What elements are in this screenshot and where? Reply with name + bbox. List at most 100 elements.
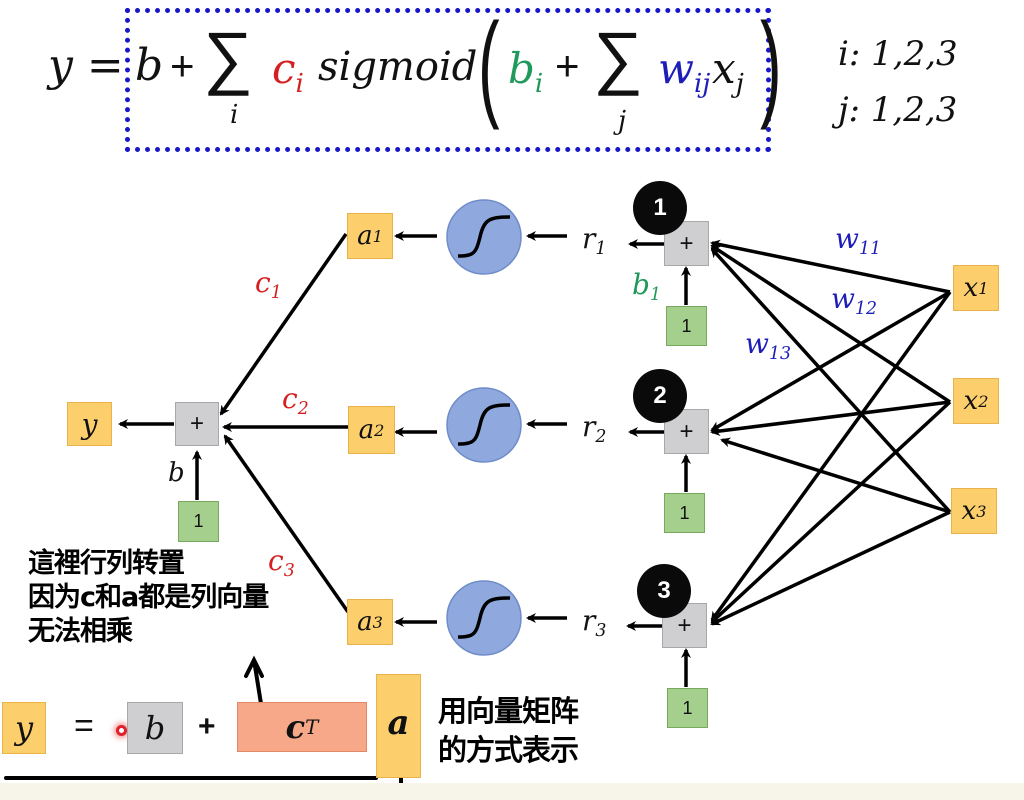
weight-w13: w13 [745,327,791,364]
c-transpose-base: c [285,708,306,746]
x2-sub: 2 [978,391,989,411]
hidden-sum-2: + [664,409,709,454]
index-range-i: i: 1,2,3 [838,34,958,74]
x1-base: x [963,273,979,303]
edge-x1-h2 [710,290,951,432]
formula-paren-close: ) [760,0,782,131]
c2-sub: 2 [297,399,309,420]
a3-base: a [357,607,373,637]
w-sub: ij [693,69,711,100]
c3-sub: 3 [283,561,295,582]
formula-paren-open: ( [478,0,500,131]
edge-x2-h1 [710,244,951,404]
hidden-bias-input-1: 1 [666,306,707,346]
w13-sub: 13 [768,344,792,365]
hand-arrow-up [244,655,264,712]
r2-label: r2 [582,410,606,447]
cursor-pointer-dot [116,725,127,736]
c-transpose-sup: T [305,715,319,739]
w12-sub: 12 [854,299,878,320]
formula-plus-1: + [170,42,195,89]
weight-c1: c1 [255,266,282,303]
c1-base: c [255,266,271,299]
r3-label: r3 [582,604,606,641]
matrix-note-line-1: 用向量矩阵 [438,694,579,728]
formula-sum-index-i: i [230,100,239,130]
formula-c-i: ci [272,44,304,99]
vector-a: a [376,674,421,778]
w-base: w [658,44,694,93]
a2-base: a [358,415,375,445]
bottom-strip [0,783,1024,800]
sigmoid-icon [446,387,522,463]
formula-w-ij: wij [658,44,710,99]
formula-highlight-box [125,8,771,152]
x-sub: j [735,69,744,100]
edge-x1-h1 [710,239,951,294]
edge-x3-h3 [710,510,951,626]
b-sub: i [534,69,544,100]
r1-label: r1 [582,222,606,259]
neuron-badge-3: 3 [637,564,691,618]
formula-sum-index-j: j [618,106,627,136]
vector-y: y [2,702,46,754]
output-bias-input: 1 [178,501,219,542]
hidden-bias-input-2: 1 [664,493,705,533]
formula-plus-2: + [555,42,580,89]
index-range-j: j: 1,2,3 [838,90,958,130]
r3-sub: 3 [595,621,607,642]
a2-sub: 2 [374,420,385,440]
c-base: c [272,44,296,93]
formula-sigmoid: sigmoid [318,44,478,90]
hidden-bias-label-b1: b1 [632,268,661,305]
c-sub: i [295,69,304,100]
transpose-note-line-1: 這裡行列转置 [28,548,185,579]
neuron-badge-1: 1 [633,181,687,235]
x2-base: x [963,386,979,416]
edge-a1-out [219,233,348,416]
sigmoid-icon [446,580,522,656]
vector-equals: = [74,707,94,745]
vector-plus: + [198,710,216,743]
b-base: b [508,44,535,93]
formula-bias: b [135,40,164,91]
edge-x2-h2 [710,400,951,436]
output-sum-node: + [175,402,219,446]
formula-x-j: xj [712,44,744,99]
c3-base: c [268,544,284,577]
w12-base: w [831,282,855,315]
edge-x1-h3 [710,290,952,622]
edge-a3-out [223,434,350,614]
formula-sum-outer: ∑ [203,18,253,96]
edge-x3-h1 [710,247,952,514]
formula-b-i: bi [508,44,543,99]
r1-sub: 1 [595,239,607,260]
formula-lhs: y = [48,40,124,91]
a1-base: a [357,221,373,251]
r1-base: r [582,222,596,255]
b1-sub: 1 [649,285,661,306]
a1-sub: 1 [372,226,383,246]
a3-sub: 3 [372,612,383,632]
x3-sub: 3 [976,501,987,521]
b1-base: b [632,268,650,301]
sigmoid-icon [446,199,522,275]
neuron-badge-2: 2 [633,369,687,423]
w11-sub: 11 [858,239,882,260]
x-base: x [712,44,736,93]
weight-w11: w11 [835,222,881,259]
matrix-note-line-2: 的方式表示 [438,733,579,768]
edge-x2-h3 [710,400,952,624]
formula-sum-inner: ∑ [593,18,643,96]
output-bias-label: b [168,458,185,488]
w11-base: w [835,222,859,255]
r2-base: r [582,410,596,443]
hidden-bias-input-3: 1 [667,688,708,728]
c1-sub: 1 [270,283,282,304]
weight-c2: c2 [282,382,309,419]
transpose-note: 這裡行列转置 因为c和a都是列向量 无法相乘 [28,547,269,648]
